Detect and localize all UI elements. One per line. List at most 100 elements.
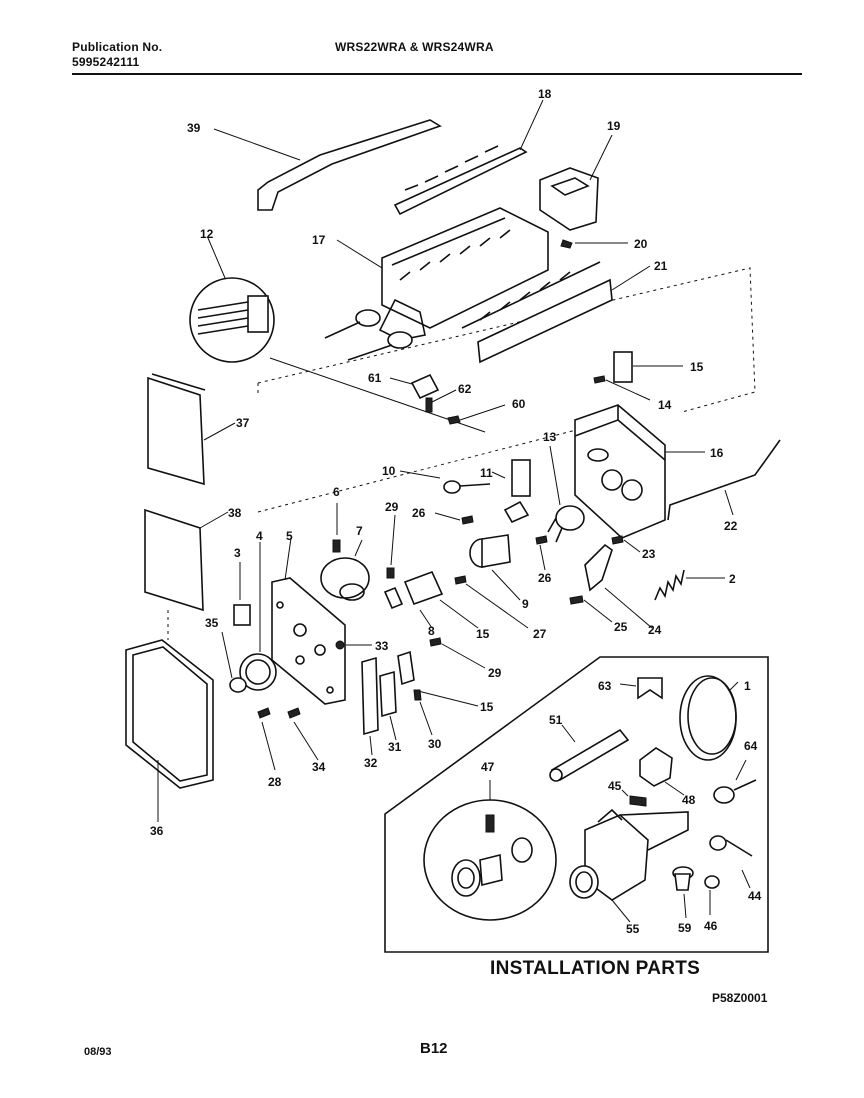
support-plate bbox=[271, 537, 346, 705]
print-date: 08/93 bbox=[84, 1046, 112, 1058]
spring-2 bbox=[654, 569, 725, 601]
label-13: 13 bbox=[543, 430, 557, 444]
front-cover-36 bbox=[125, 639, 214, 822]
screw-23 bbox=[611, 535, 641, 553]
label-14: 14 bbox=[658, 398, 672, 412]
label-27: 27 bbox=[533, 627, 547, 641]
motor-13 bbox=[547, 445, 585, 543]
label-26-lower: 26 bbox=[538, 571, 552, 585]
cam-10 bbox=[399, 470, 491, 494]
label-62: 62 bbox=[458, 382, 472, 396]
screw-26b bbox=[535, 535, 548, 571]
label-26-upper: 26 bbox=[412, 506, 426, 520]
label-4: 4 bbox=[256, 529, 263, 543]
label-60: 60 bbox=[512, 397, 526, 411]
switch-31 bbox=[379, 670, 397, 741]
label-28: 28 bbox=[268, 775, 282, 789]
label-33: 33 bbox=[375, 639, 389, 653]
plate-32 bbox=[361, 656, 379, 756]
bracket-63 bbox=[619, 677, 663, 700]
screw-60 bbox=[447, 404, 506, 425]
switch-15b bbox=[383, 570, 479, 629]
label-15-lower: 15 bbox=[480, 700, 494, 714]
label-16: 16 bbox=[710, 446, 724, 460]
label-61: 61 bbox=[368, 371, 382, 385]
connector-11 bbox=[491, 459, 531, 524]
dashed-guide-lines bbox=[167, 267, 756, 640]
fitting-59 bbox=[672, 866, 694, 919]
label-64: 64 bbox=[744, 739, 758, 753]
nut-48 bbox=[639, 747, 685, 796]
label-34: 34 bbox=[312, 760, 326, 774]
label-1: 1 bbox=[744, 679, 751, 693]
bearing-bracket bbox=[539, 134, 613, 231]
switch-15c bbox=[397, 650, 479, 707]
screw-6 bbox=[332, 503, 341, 553]
harness-detail bbox=[189, 237, 486, 433]
washer-33 bbox=[335, 640, 372, 650]
label-45: 45 bbox=[608, 779, 622, 793]
figure-reference: P58Z0001 bbox=[712, 991, 768, 1005]
clamp-64 bbox=[713, 759, 757, 804]
label-39: 39 bbox=[187, 121, 201, 135]
label-38: 38 bbox=[228, 506, 242, 520]
header-rule bbox=[72, 73, 802, 75]
lever-24 bbox=[584, 543, 653, 629]
screw-34 bbox=[287, 707, 319, 761]
label-11: 11 bbox=[480, 466, 493, 480]
shutoff-arm bbox=[667, 439, 781, 521]
label-59: 59 bbox=[678, 921, 692, 935]
clamp-46 bbox=[704, 875, 720, 915]
screw-25 bbox=[569, 595, 613, 623]
label-36: 36 bbox=[150, 824, 164, 838]
timer-7 bbox=[320, 539, 370, 601]
label-12: 12 bbox=[200, 227, 214, 241]
label-24: 24 bbox=[648, 623, 662, 637]
switch-top bbox=[613, 351, 683, 383]
label-3 bbox=[233, 562, 251, 626]
label-47: 47 bbox=[481, 760, 495, 774]
label-8: 8 bbox=[428, 624, 435, 638]
label-15-top: 15 bbox=[690, 360, 704, 374]
label-3: 3 bbox=[234, 546, 241, 560]
screw-28 bbox=[257, 707, 276, 771]
screw-29a bbox=[386, 514, 396, 579]
ejector-blade bbox=[393, 99, 544, 216]
part-number-labels: 39 18 19 12 17 20 21 15 61 62 60 14 37 1… bbox=[150, 87, 762, 936]
installation-parts-caption: INSTALLATION PARTS bbox=[490, 958, 701, 979]
publication-label: Publication No. bbox=[72, 40, 163, 54]
label-37: 37 bbox=[236, 416, 250, 430]
screw-26a bbox=[434, 512, 474, 525]
water-valve bbox=[569, 808, 689, 923]
label-51: 51 bbox=[549, 713, 563, 727]
label-35: 35 bbox=[205, 616, 219, 630]
screw-20 bbox=[560, 239, 628, 249]
label-18: 18 bbox=[538, 87, 552, 101]
installation-box bbox=[384, 656, 769, 953]
label-29-lower: 29 bbox=[488, 666, 502, 680]
sleeve-51 bbox=[549, 724, 630, 782]
washer-35 bbox=[221, 631, 247, 693]
page-number: B12 bbox=[420, 1040, 448, 1057]
label-19: 19 bbox=[607, 119, 621, 133]
motor-housing bbox=[574, 404, 705, 539]
label-46: 46 bbox=[704, 919, 718, 933]
drive-cam-9 bbox=[469, 534, 521, 601]
label-44: 44 bbox=[748, 889, 762, 903]
screw-30 bbox=[413, 689, 433, 736]
label-17: 17 bbox=[312, 233, 326, 247]
manual-37 bbox=[147, 373, 236, 486]
inlet-detail bbox=[423, 780, 557, 921]
label-10: 10 bbox=[382, 464, 396, 478]
publication-number: 5995242111 bbox=[72, 55, 140, 69]
label-32: 32 bbox=[364, 756, 378, 770]
label-31: 31 bbox=[388, 740, 402, 754]
water-tubing bbox=[679, 675, 739, 761]
label-15-mid: 15 bbox=[476, 627, 490, 641]
fill-tube bbox=[213, 119, 442, 211]
bracket-61 bbox=[389, 373, 440, 400]
part-8 bbox=[419, 609, 433, 629]
label-21: 21 bbox=[654, 259, 668, 273]
label-25: 25 bbox=[614, 620, 628, 634]
